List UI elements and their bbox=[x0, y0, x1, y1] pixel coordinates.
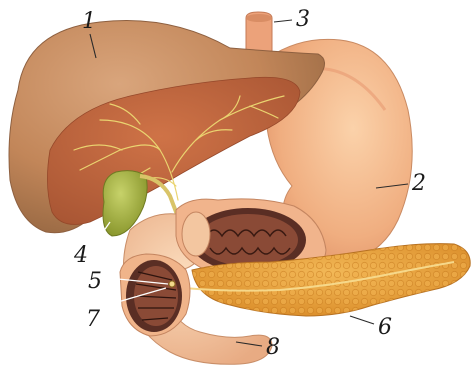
callout-3: 3 bbox=[296, 7, 310, 32]
callout-2: 2 bbox=[411, 171, 426, 196]
duodenal-papilla bbox=[169, 281, 175, 287]
callout-5: 5 bbox=[88, 269, 102, 294]
callout-7: 7 bbox=[86, 307, 100, 332]
callout-6: 6 bbox=[378, 315, 392, 340]
leader-line-6 bbox=[350, 316, 374, 324]
callout-4: 4 bbox=[73, 243, 88, 268]
callout-8: 8 bbox=[266, 335, 280, 360]
leader-line-3 bbox=[274, 20, 292, 22]
callout-1: 1 bbox=[82, 9, 96, 34]
